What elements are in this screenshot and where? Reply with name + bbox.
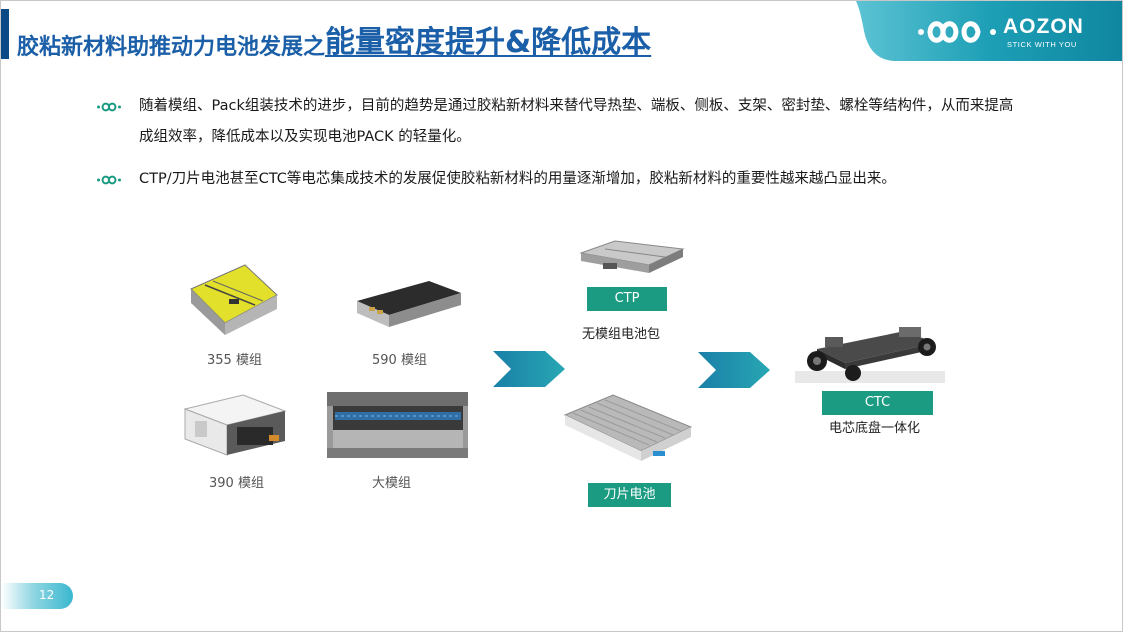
module-590-image [357, 281, 461, 327]
blade-label: 刀片电池 [588, 483, 671, 507]
ctp-label: CTP [587, 287, 667, 311]
aozon-logo-icon [918, 21, 996, 43]
ctp-caption: 无模组电池包 [582, 327, 661, 342]
infinity-bullet-icon [97, 175, 121, 185]
page-number: 12 [39, 588, 55, 602]
title-main: 胶粘新材料助推动力电池发展之 [17, 35, 326, 60]
bullet-text: 随着模组、Pack组装技术的进步，目前的趋势是通过胶粘新材料来替代导热垫、端板、… [139, 98, 1014, 145]
title-bar: 胶粘新材料助推动力电池发展之能量密度提升&降低成本 [1, 9, 1122, 61]
large-module-image [327, 392, 468, 458]
ctc-caption: 电芯底盘一体化 [829, 421, 921, 436]
ctc-label: CTC [822, 391, 933, 415]
page-title: 胶粘新材料助推动力电池发展之能量密度提升&降低成本 [17, 17, 651, 61]
module-390-caption: 390 模组 [209, 476, 264, 491]
module-390-image [183, 394, 287, 456]
chevron-right-icon [493, 351, 565, 387]
infinity-bullet-icon [97, 102, 121, 112]
large-module-caption: 大模组 [372, 476, 412, 491]
module-355-caption: 355 模组 [207, 353, 262, 368]
title-highlight: 能量密度提升&降低成本 [325, 25, 652, 60]
bullet-text: CTP/刀片电池甚至CTC等电芯集成技术的发展促使胶粘新材料的用量逐渐增加，胶粘… [139, 171, 896, 187]
ctp-pack-image [579, 240, 685, 273]
logo-tagline: STICK WITH YOU [1007, 40, 1077, 49]
bullet-item: 随着模组、Pack组装技术的进步，目前的趋势是通过胶粘新材料来替代导热垫、端板、… [97, 91, 1027, 153]
logo-name: AOZON [1003, 15, 1084, 38]
bullet-item: CTP/刀片电池甚至CTC等电芯集成技术的发展促使胶粘新材料的用量逐渐增加，胶粘… [97, 164, 1027, 195]
blade-battery-image [563, 394, 693, 461]
title-accent-bar [1, 9, 9, 59]
logo-panel [856, 1, 1122, 61]
module-355-image [190, 264, 278, 335]
page-number-badge: 12 [1, 583, 73, 609]
module-590-caption: 590 模组 [372, 353, 427, 368]
ctc-chassis-image [795, 327, 945, 383]
chevron-right-icon [698, 352, 770, 388]
